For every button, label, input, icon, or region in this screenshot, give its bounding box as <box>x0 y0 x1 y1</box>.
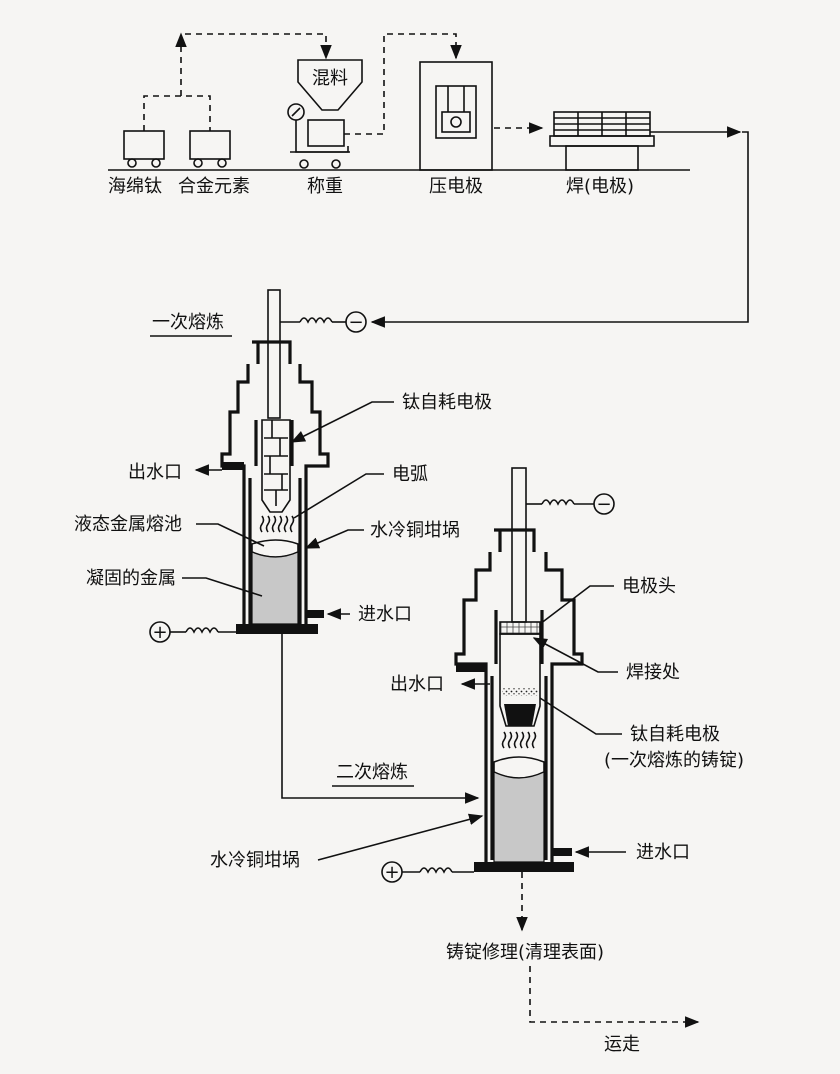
first-melt-furnace: 一次熔炼 − <box>74 289 492 804</box>
press-machine <box>419 61 493 171</box>
post-process: 铸锭修理(清理表面) 运走 <box>446 942 700 1055</box>
sponge-ti-label: 海绵钛 <box>108 176 162 197</box>
electrode-head <box>499 621 541 635</box>
to-mixer-dashed-arrow <box>180 33 332 96</box>
crucible-liner <box>248 478 302 624</box>
mixer-label: 混料 <box>312 68 348 89</box>
weighing-label: 称重 <box>307 176 343 197</box>
alloy-elements-label: 合金元素 <box>178 176 250 197</box>
right-wall <box>298 364 330 630</box>
consumable-electrode-label: 钛自耗电极 <box>630 724 720 745</box>
coil-icon <box>299 317 333 324</box>
right-wall <box>544 552 584 866</box>
electrode-head-label: 电极头 <box>622 576 676 597</box>
return-to-first-melt-arrow <box>370 131 749 328</box>
alloy-elements-cart <box>189 130 231 168</box>
consumable-electrode <box>261 419 291 513</box>
electrode-rod <box>267 289 281 419</box>
sponge-ti-cart <box>123 130 165 168</box>
water-inlet-label: 进水口 <box>636 842 690 863</box>
weld-joint-leader <box>532 637 618 673</box>
melting-tip <box>504 704 536 726</box>
electrode-leader <box>290 401 394 443</box>
crucible-leader <box>304 529 364 549</box>
ship-label: 运走 <box>604 1034 640 1055</box>
press-electrode-label: 压电极 <box>429 176 483 197</box>
crucible-leader <box>317 813 484 861</box>
negative-terminal-icon <box>593 493 615 515</box>
second-melt-title: 二次熔炼 <box>336 762 408 783</box>
base-plate <box>474 862 574 872</box>
water-outlet-label: 出水口 <box>128 462 182 483</box>
liquid-pool-leader <box>196 523 265 547</box>
arc-icon <box>259 515 295 533</box>
negative-terminal-icon <box>345 311 367 333</box>
mixer-hopper: 混料 <box>297 59 363 111</box>
first-melt-title: 一次熔炼 <box>152 312 224 333</box>
consumable-electrode-leader <box>539 697 622 735</box>
coil-icon <box>541 499 575 506</box>
arc-leader <box>293 473 384 519</box>
electrode-rod <box>511 467 527 623</box>
liquid-pool-label: 液态金属熔池 <box>74 514 182 535</box>
positive-sign: + <box>384 862 399 883</box>
arc-label: 电弧 <box>392 464 428 485</box>
water-inlet-label: 进水口 <box>358 604 412 625</box>
crucible-label: 水冷铜坩埚 <box>370 520 460 541</box>
electrode-head-leader <box>539 585 614 625</box>
carts-dashed-link <box>143 95 211 131</box>
negative-sign: − <box>348 312 363 333</box>
coil-icon <box>185 627 219 634</box>
process-line: 混料 <box>108 32 749 328</box>
top-flange <box>252 340 292 364</box>
crucible-label: 水冷铜坩埚 <box>210 850 300 871</box>
welder-machine <box>549 111 655 171</box>
top-flange <box>494 528 536 552</box>
water-outlet-label: 出水口 <box>390 674 444 695</box>
base-plate <box>236 624 318 634</box>
ingot-electrode <box>499 633 541 727</box>
electrode-note-label: (一次熔炼的铸锭) <box>604 750 744 771</box>
solidified-metal <box>493 771 545 863</box>
to-ship-dashed-arrow <box>529 966 700 1028</box>
coil-icon <box>419 867 453 874</box>
second-melt-furnace: 二次熔炼 − <box>210 467 744 932</box>
crucible-liner <box>490 676 548 860</box>
solid-metal-leader <box>182 577 263 597</box>
to-press-dashed-arrow <box>344 33 462 135</box>
consumable-electrode-label: 钛自耗电极 <box>402 392 492 413</box>
solid-metal-label: 凝固的金属 <box>86 568 176 589</box>
solidified-metal <box>251 551 299 625</box>
positive-sign: + <box>152 622 167 643</box>
weld-joint-label: 焊接处 <box>626 662 680 683</box>
weld-electrode-label: 焊(电极) <box>566 176 634 197</box>
transfer-to-second-melt-arrow <box>281 634 480 804</box>
ingot-repair-label: 铸锭修理(清理表面) <box>446 942 604 963</box>
arc-icon <box>501 731 537 749</box>
weld-joint <box>502 688 538 696</box>
negative-sign: − <box>596 494 611 515</box>
weighing-scale <box>287 103 350 169</box>
